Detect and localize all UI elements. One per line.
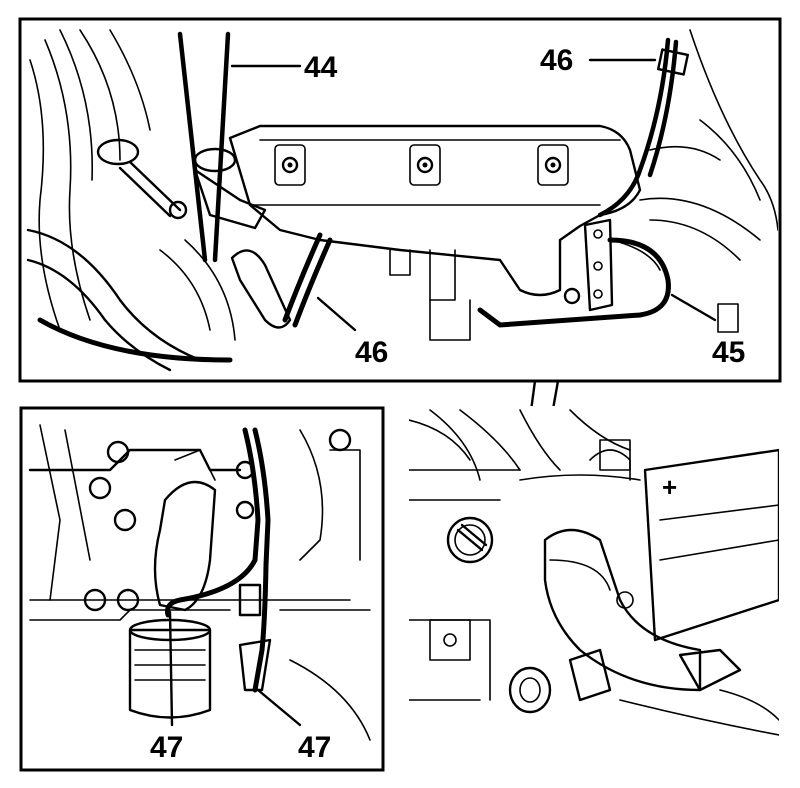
- callout-46-bottom: 46: [355, 336, 388, 369]
- manifold-bolt-3: [537, 144, 569, 186]
- oil-feed-pipe-46-upper: [588, 37, 689, 218]
- callout-47-left: 47: [150, 731, 183, 764]
- right-background: [639, 29, 778, 333]
- bottom-left-detail-panel: 47 47: [19, 406, 385, 772]
- manifold-bolt-2: [409, 144, 441, 186]
- bottom-right-overview-panel: +: [409, 406, 779, 738]
- left-hoses: [26, 29, 236, 372]
- oil-feed-pipe-46-lower: [230, 232, 357, 332]
- dipstick-ring-left: [96, 138, 188, 220]
- oil-return-pipe-45: [477, 237, 717, 328]
- top-detail-panel: 44 46 46 45: [18, 17, 782, 383]
- dipstick-tube-44: [177, 31, 302, 263]
- callout-44: 44: [304, 51, 338, 84]
- battery: +: [643, 448, 779, 642]
- oil-filler-cap: [446, 516, 494, 564]
- callout-46-top: 46: [540, 44, 573, 77]
- dipstick-ring-right: [193, 147, 267, 230]
- battery-plus-symbol: +: [662, 472, 677, 502]
- manifold-bolt-1: [274, 144, 306, 186]
- oil-pipe-47: [165, 427, 272, 693]
- callout-47-right: 47: [298, 731, 331, 764]
- callout-45: 45: [712, 336, 745, 369]
